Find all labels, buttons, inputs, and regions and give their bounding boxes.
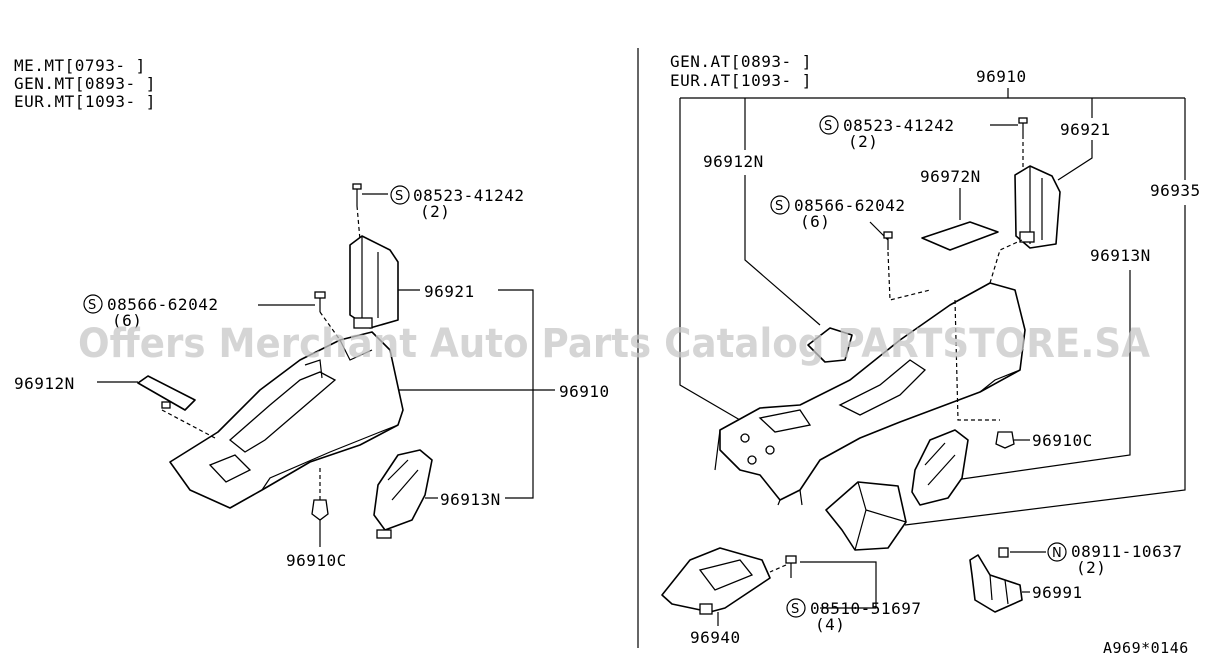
- right-applicability-line-2: EUR.AT[1093- ]: [670, 71, 812, 90]
- svg-text:S: S: [824, 119, 832, 134]
- left-applicability-line-3: EUR.MT[1093- ]: [14, 92, 156, 111]
- right-part-96991: 96991: [1032, 583, 1083, 602]
- right-nut-code: 08911-10637: [1071, 542, 1182, 561]
- bolt-icon: [314, 291, 326, 312]
- svg-text:S: S: [88, 298, 96, 313]
- right-bolt-qty: (6): [800, 212, 830, 231]
- side-panel-part-icon: [911, 429, 969, 506]
- lid-part-icon: [807, 327, 853, 363]
- svg-text:S: S: [775, 199, 783, 214]
- svg-text:S: S: [791, 602, 799, 617]
- left-bolt-code: 08566-62042: [107, 295, 218, 314]
- s-symbol-icon: S: [390, 185, 410, 205]
- left-part-96913N: 96913N: [440, 490, 501, 509]
- left-part-96910C: 96910C: [286, 551, 347, 570]
- side-panel-part-icon: [373, 449, 433, 539]
- watermark: Offers Merchant Auto Parts Catalog PARTS…: [78, 321, 1150, 367]
- figure-code: A969*0146: [1103, 639, 1189, 657]
- finisher-part-icon: [661, 547, 771, 615]
- right-part-96921: 96921: [1060, 120, 1111, 139]
- right-part-96972N: 96972N: [920, 167, 981, 186]
- left-applicability-line-2: GEN.MT[0893- ]: [14, 74, 156, 93]
- callout-96921-right-line: [1057, 140, 1093, 181]
- center-console-part-icon: [169, 331, 404, 509]
- right-part-96910: 96910: [976, 67, 1027, 86]
- left-applicability-line-1: ME.MT[0793- ]: [14, 56, 146, 75]
- bolt2-dash: [769, 564, 787, 573]
- right-part-96935: 96935: [1150, 181, 1201, 200]
- right-bolt2-code: 08510-51697: [810, 599, 921, 618]
- bolt-icon: [785, 555, 797, 578]
- callout-96913n-right-line: [954, 270, 1131, 481]
- bracket-96991-part-icon: [969, 554, 1023, 613]
- bolt-dash: [319, 311, 341, 341]
- nut-icon: [998, 547, 1009, 558]
- bracket-part-icon: [349, 235, 399, 329]
- svg-text:S: S: [395, 189, 403, 204]
- screw-icon: [1018, 117, 1028, 135]
- shift-box-part-icon: [825, 481, 907, 551]
- right-panel: GEN.AT[0893- ] EUR.AT[1093- ] 96910 S 08…: [661, 52, 1201, 657]
- s-symbol-icon: S: [770, 195, 790, 215]
- bolt-icon: [883, 231, 893, 250]
- clip-icon: [311, 499, 329, 521]
- callout-96935-line: [904, 205, 1186, 526]
- right-screw-code: 08523-41242: [843, 116, 954, 135]
- callout-96912n-right-line: [744, 98, 821, 326]
- svg-text:N: N: [1052, 546, 1062, 561]
- console-dash: [954, 299, 1000, 421]
- right-nut-qty: (2): [1076, 558, 1106, 577]
- bolt2-bracket: [800, 561, 877, 609]
- s-symbol-icon: S: [83, 294, 103, 314]
- screw-dash: [356, 205, 361, 241]
- lid-part-icon: [137, 375, 196, 411]
- left-part-96910: 96910: [559, 382, 610, 401]
- right-applicability-line-1: GEN.AT[0893- ]: [670, 52, 812, 71]
- callout-96910-bracket: [679, 88, 1186, 421]
- clip-icon: [995, 431, 1015, 449]
- s-symbol-icon: S: [786, 598, 806, 618]
- callout-bracket-right: [498, 289, 534, 499]
- right-bolt-dash: [887, 251, 931, 301]
- lid-dash: [161, 409, 216, 439]
- right-part-96910C: 96910C: [1032, 431, 1093, 450]
- right-part-96913N: 96913N: [1090, 246, 1151, 265]
- left-part-96921: 96921: [424, 282, 475, 301]
- right-bolt-code: 08566-62042: [794, 196, 905, 215]
- pad-part-icon: [921, 221, 999, 251]
- left-screw-code: 08523-41242: [413, 186, 524, 205]
- right-part-96940: 96940: [690, 628, 741, 647]
- bracket-part-icon: [1014, 165, 1061, 249]
- console-dash-2: [989, 239, 1023, 284]
- s-symbol-icon: S: [819, 115, 839, 135]
- center-console-part-icon: [714, 282, 1026, 506]
- left-panel: ME.MT[0793- ] GEN.MT[0893- ] EUR.MT[1093…: [14, 56, 610, 570]
- left-screw-qty: (2): [420, 202, 450, 221]
- right-screw-qty: (2): [848, 132, 878, 151]
- n-symbol-icon: N: [1047, 542, 1067, 562]
- right-part-96912N: 96912N: [703, 152, 764, 171]
- left-part-96912N: 96912N: [14, 374, 75, 393]
- left-bolt-qty: (6): [112, 311, 142, 330]
- right-bolt2-qty: (4): [815, 615, 845, 634]
- screw-icon: [352, 183, 362, 206]
